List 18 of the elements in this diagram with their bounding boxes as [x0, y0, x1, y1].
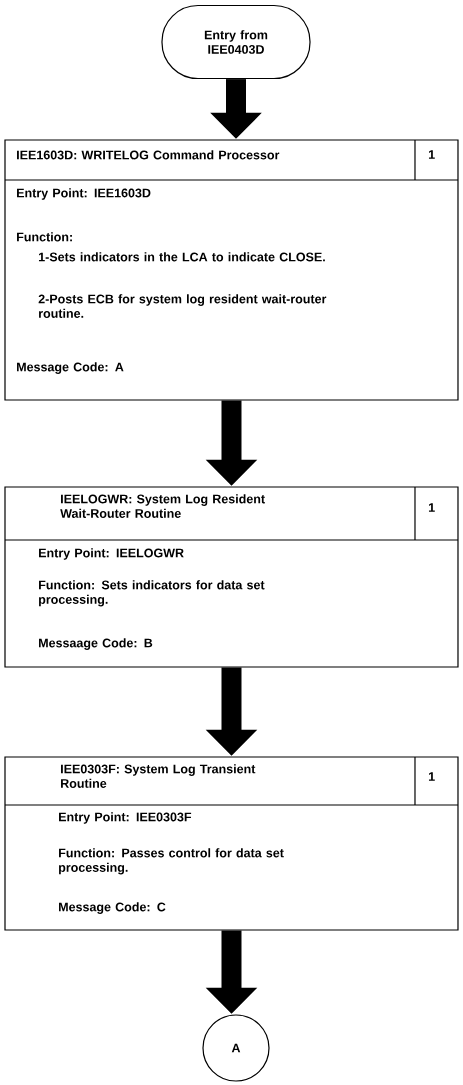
header-text: IEELOGWR: System Log Resident Wait-Router Routine — [60, 494, 265, 518]
function-text: Function: Sets indicators for data set processing. — [39, 580, 265, 607]
header-text: IEE1603D: WRITELOG Command Processor — [17, 150, 280, 160]
page-number: 1 — [429, 772, 435, 781]
function-step: 2-Posts ECB for system log resident wait-router routine. — [38, 294, 327, 318]
page-number: 1 — [429, 503, 435, 512]
function-label: Function: — [17, 232, 72, 242]
entry-point-text: Entry Point: IEE1603D — [17, 188, 151, 200]
message-code-text: Message Code: A — [17, 362, 124, 374]
entry-point-text: Entry Point: IEE0303F — [59, 812, 192, 824]
page-number: 1 — [429, 150, 435, 159]
terminal-box: Entry from IEE0403D — [161, 4, 311, 80]
message-code-text: Messaage Code: B — [39, 638, 153, 650]
function-step: 1-Sets indicators in the LCA to indicate CLOSE. — [39, 252, 325, 262]
message-code-text: Message Code: C — [59, 902, 166, 914]
entry-point-text: Entry Point: IEELOGWR — [39, 548, 184, 560]
function-text: Function: Passes control for data set processing. — [59, 848, 284, 875]
header-text: IEE0303F: System Log Transient Routine — [61, 764, 256, 788]
